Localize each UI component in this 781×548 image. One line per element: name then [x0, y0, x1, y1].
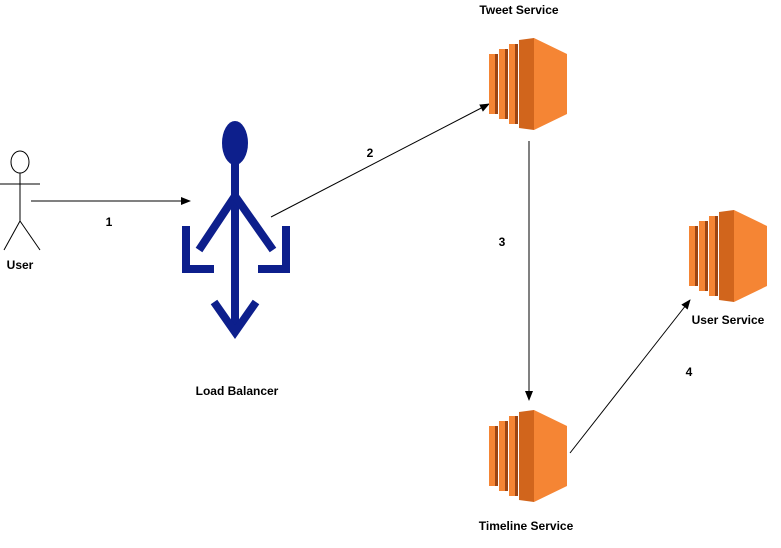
edge-1-label: 1 — [106, 215, 113, 229]
edge-2 — [270, 103, 490, 218]
user-service-ec2-instance-icon — [689, 210, 767, 302]
user-service-node[interactable]: User Service — [689, 210, 767, 327]
tweet-service-node[interactable]: Tweet Service — [479, 3, 567, 130]
edge-2-label: 2 — [367, 146, 374, 160]
edge-4 — [569, 299, 691, 454]
edge-4-label: 4 — [686, 365, 693, 379]
load-balancer-node[interactable]: Load Balancer — [182, 121, 290, 398]
tweet-service-label: Tweet Service — [479, 3, 558, 17]
load-balancer-icon — [182, 121, 290, 339]
user-node[interactable]: User — [0, 150, 41, 272]
tweet-service-ec2-instance-icon — [489, 38, 567, 130]
timeline-service-label: Timeline Service — [479, 519, 574, 533]
user-actor-icon — [0, 150, 41, 251]
timeline-service-ec2-instance-icon — [489, 410, 567, 502]
edge-3-label: 3 — [499, 235, 506, 249]
timeline-service-node[interactable]: Timeline Service — [479, 410, 574, 533]
user-service-label: User Service — [692, 313, 765, 327]
user-label: User — [7, 258, 34, 272]
load-balancer-label: Load Balancer — [196, 384, 279, 398]
